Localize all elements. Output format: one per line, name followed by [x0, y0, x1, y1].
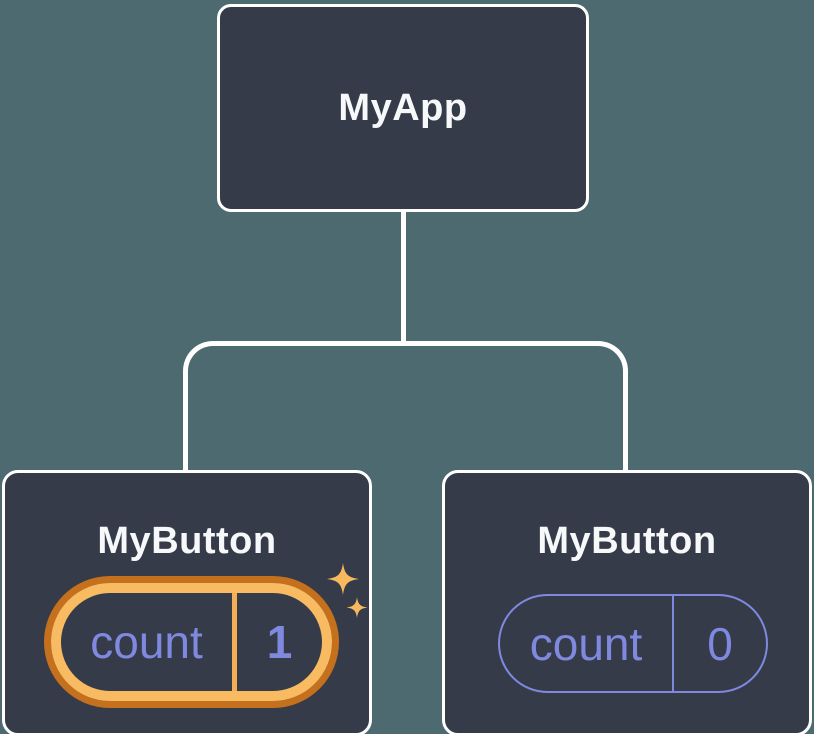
right-node-label: MyButton — [537, 520, 717, 562]
tree-node-mybutton-left: MyButton count 1 — [2, 470, 372, 734]
root-node-label: MyApp — [338, 86, 468, 129]
sparkles-icon — [327, 563, 368, 618]
state-pill: count 0 — [498, 594, 768, 693]
connector-branch — [183, 341, 628, 475]
pill-divider — [672, 596, 674, 691]
pill-divider — [232, 593, 237, 691]
connector-root-stem — [401, 210, 406, 345]
state-pill-highlighted: count 1 — [51, 583, 332, 701]
state-value: 1 — [266, 616, 293, 668]
left-node-label: MyButton — [97, 520, 277, 562]
tree-node-root: MyApp — [217, 4, 589, 212]
state-key-label: count — [90, 616, 203, 668]
tree-node-mybutton-right: MyButton count 0 — [442, 470, 812, 734]
state-value: 0 — [707, 617, 733, 670]
state-key-label: count — [529, 617, 643, 670]
